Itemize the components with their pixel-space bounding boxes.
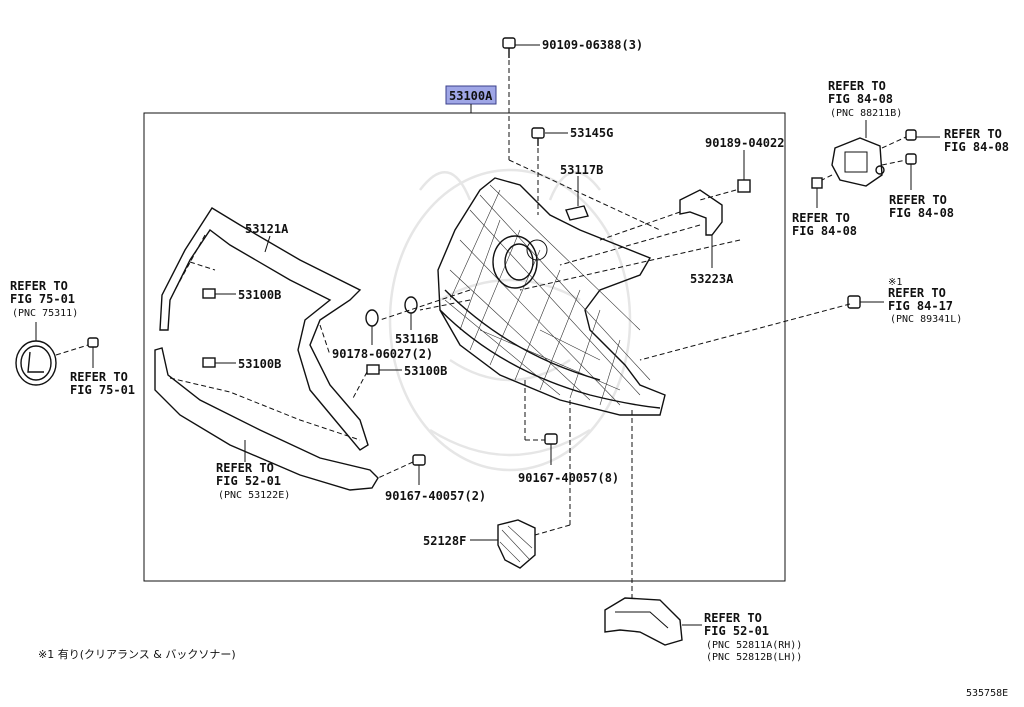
nut-icon: [737, 179, 751, 193]
emblem-logo-icon: [27, 351, 44, 373]
svg-text:REFER TO: REFER TO: [70, 370, 128, 384]
svg-text:REFER TO: REFER TO: [792, 211, 850, 225]
bracket-53117b[interactable]: 53117B: [560, 163, 603, 221]
clip-53100b-middle-label: 53100B: [238, 357, 281, 371]
main-assembly-label: 53100A: [449, 89, 493, 103]
ref-fig-52-01-left[interactable]: REFER TO FIG 52-01 (PNC 53122E): [216, 461, 290, 501]
ref-fig-84-08-top[interactable]: REFER TO FIG 84-08 (PNC 88211B): [828, 79, 902, 119]
svg-text:REFER TO: REFER TO: [216, 461, 274, 475]
retainer-53116b-label: 53116B: [395, 332, 438, 346]
bracket-icon: [497, 519, 536, 569]
clip-53100b-right-label: 53100B: [404, 364, 447, 378]
sensor-assembly[interactable]: [811, 120, 940, 208]
clip-icon: [365, 309, 379, 327]
svg-text:(PNC 89341L): (PNC 89341L): [890, 314, 962, 325]
clip-icon: [87, 337, 99, 348]
bolt-90109[interactable]: 90109-06388(3): [502, 37, 643, 160]
nut-90189-label: 90189-04022: [705, 136, 784, 150]
ref-fig-84-08-right[interactable]: REFER TO FIG 84-08: [944, 127, 1009, 154]
clip-icon: [202, 357, 216, 368]
ref-fig-52-01-bottom[interactable]: REFER TO FIG 52-01 (PNC 52811A(RH)) (PNC…: [704, 611, 802, 663]
svg-text:REFER TO: REFER TO: [828, 79, 886, 93]
svg-text:(PNC 53122E): (PNC 53122E): [218, 490, 290, 501]
svg-text:(PNC 52811A(RH)): (PNC 52811A(RH)): [706, 640, 802, 651]
ref-fig-84-17[interactable]: ※1 REFER TO FIG 84-17 (PNC 89341L): [888, 277, 962, 325]
lower-garnish[interactable]: [154, 347, 379, 491]
svg-text:REFER TO: REFER TO: [704, 611, 762, 625]
clip-icon: [905, 153, 917, 165]
clip-icon: [202, 288, 216, 299]
bolt-90109-label: 90109-06388(3): [542, 38, 643, 52]
bracket-icon: [679, 189, 723, 236]
svg-text:(PNC 88211B): (PNC 88211B): [830, 108, 902, 119]
clip-90167-center[interactable]: 90167-40057(8): [518, 433, 619, 485]
svg-text:FIG 84-08: FIG 84-08: [944, 140, 1009, 154]
clip-90178-label: 90178-06027(2): [332, 347, 433, 361]
clip-icon: [412, 454, 426, 466]
bolt-icon: [502, 37, 516, 49]
part-52128f[interactable]: 52128F: [423, 519, 536, 569]
clip-90167-center-label: 90167-40057(8): [518, 471, 619, 485]
ref-fig-75-01-bottom[interactable]: REFER TO FIG 75-01: [70, 370, 135, 397]
ref-fig-84-08-left[interactable]: REFER TO FIG 84-08: [792, 211, 857, 238]
bracket-53223a[interactable]: 53223A: [559, 189, 734, 286]
bracket-53117b-label: 53117B: [560, 163, 603, 177]
svg-text:FIG 84-08: FIG 84-08: [889, 206, 954, 220]
retainer-53116b[interactable]: 53116B: [395, 296, 438, 346]
drawing-number: 535758E: [966, 688, 1008, 699]
clip-53100b-right[interactable]: 53100B: [351, 364, 447, 401]
main-assembly-callout[interactable]: 53100A: [445, 85, 497, 113]
clip-90167-left-label: 90167-40057(2): [385, 489, 486, 503]
footnote: ※1 有り(クリアランス & バックソナー): [38, 647, 236, 661]
clip-icon: [847, 295, 861, 309]
clip-53100b-middle[interactable]: 53100B: [202, 357, 281, 371]
nut-90189[interactable]: 90189-04022: [699, 136, 784, 201]
part-52128f-label: 52128F: [423, 534, 466, 548]
front-emblem[interactable]: [15, 322, 99, 386]
retainer-icon: [404, 296, 418, 314]
clip-icon: [544, 433, 558, 445]
clip-icon: [905, 129, 917, 141]
svg-text:FIG 84-08: FIG 84-08: [792, 224, 857, 238]
svg-text:※1: ※1: [888, 277, 902, 288]
clip-53100b-upper-label: 53100B: [238, 288, 281, 302]
clip-icon: [811, 177, 823, 189]
assembly-frame: [143, 112, 786, 582]
sonar-clip[interactable]: [847, 295, 884, 309]
clip-53100b-upper[interactable]: 53100B: [202, 288, 281, 302]
svg-text:(PNC 75311): (PNC 75311): [12, 308, 78, 319]
svg-text:FIG 84-08: FIG 84-08: [828, 92, 893, 106]
svg-text:FIG 52-01: FIG 52-01: [704, 624, 769, 638]
clip-53145g[interactable]: 53145G: [531, 126, 613, 215]
ref-fig-84-08-lower-right[interactable]: REFER TO FIG 84-08: [889, 193, 954, 220]
svg-text:REFER TO: REFER TO: [10, 279, 68, 293]
svg-text:FIG 84-17: FIG 84-17: [888, 299, 953, 313]
ref-fig-75-01-top[interactable]: REFER TO FIG 75-01 (PNC 75311): [10, 279, 78, 319]
radiator-grille[interactable]: [437, 177, 666, 416]
upper-garnish-label: 53121A: [245, 222, 289, 236]
svg-text:REFER TO: REFER TO: [944, 127, 1002, 141]
emblem-mount: [492, 235, 538, 289]
upper-garnish-53121a[interactable]: 53121A: [159, 207, 369, 451]
svg-text:FIG 75-01: FIG 75-01: [70, 383, 135, 397]
clip-53145g-label: 53145G: [570, 126, 613, 140]
svg-text:FIG 75-01: FIG 75-01: [10, 292, 75, 306]
svg-text:FIG 52-01: FIG 52-01: [216, 474, 281, 488]
svg-text:REFER TO: REFER TO: [888, 286, 946, 300]
svg-text:(PNC 52812B(LH)): (PNC 52812B(LH)): [706, 652, 802, 663]
clip-icon: [366, 364, 380, 375]
bracket-53223a-label: 53223A: [690, 272, 734, 286]
lower-bracket[interactable]: [604, 597, 702, 646]
watermark-emblem: [388, 168, 632, 472]
svg-text:REFER TO: REFER TO: [889, 193, 947, 207]
bracket-icon: [565, 205, 589, 221]
clip-90167-left[interactable]: 90167-40057(2): [377, 454, 486, 503]
clip-90178[interactable]: 90178-06027(2): [332, 309, 433, 361]
clip-icon: [531, 127, 545, 139]
